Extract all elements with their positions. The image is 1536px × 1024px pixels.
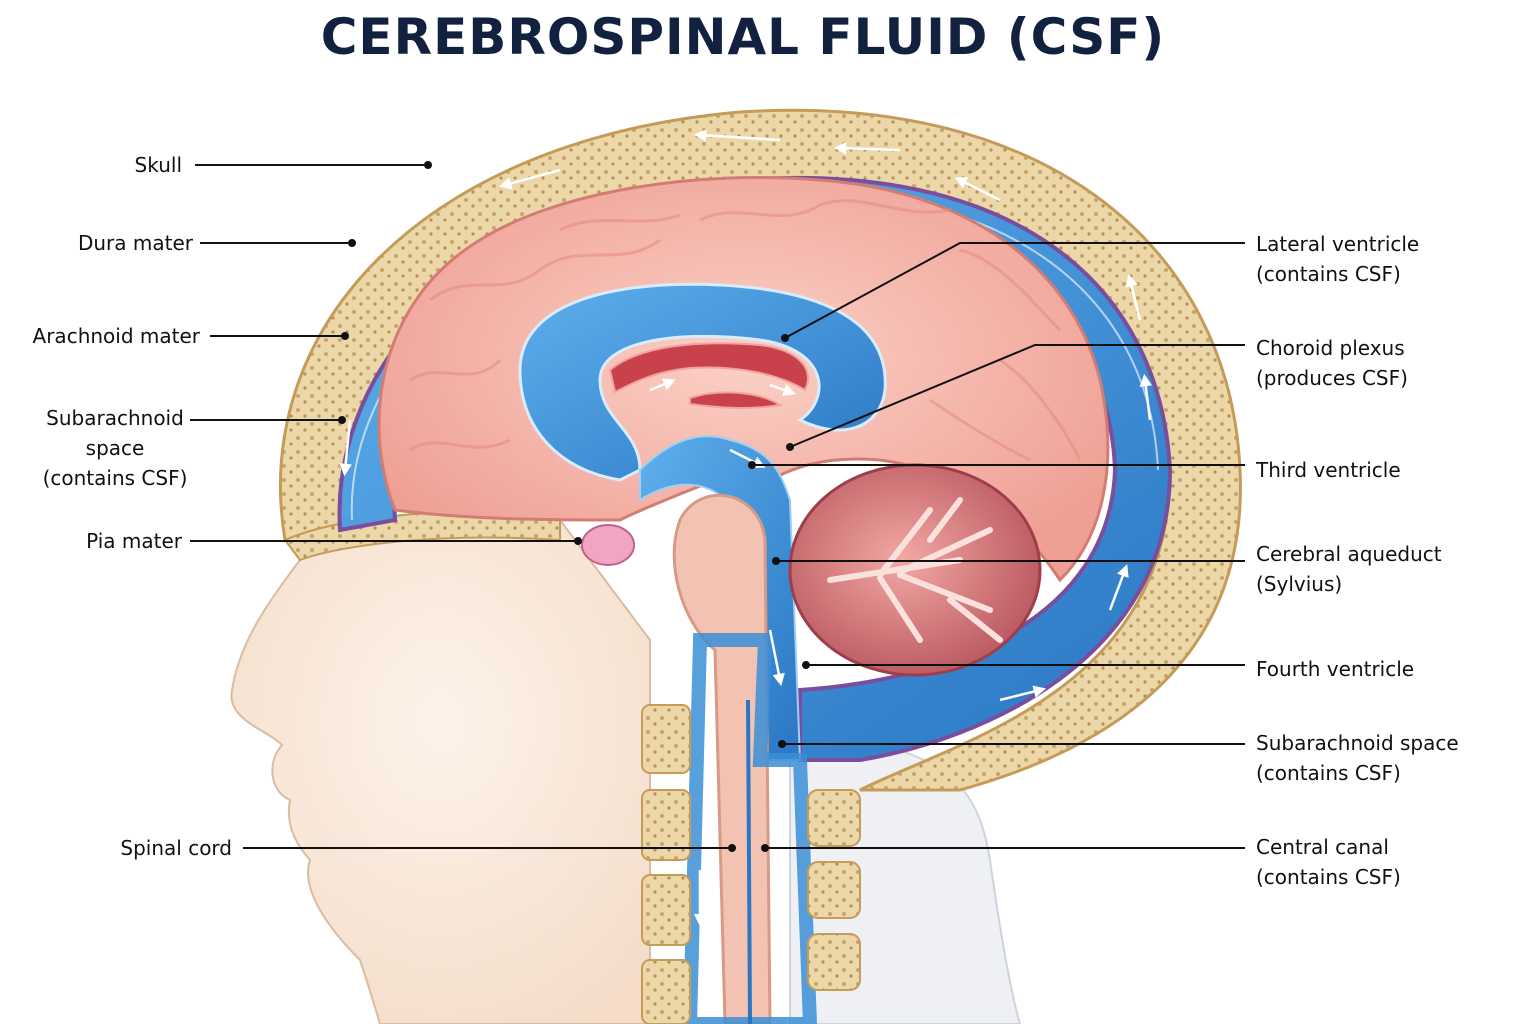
leader-lateral-ventricle xyxy=(784,242,1245,339)
diagram-title: CEREBROSPINAL FLUID (CSF) xyxy=(320,8,1166,66)
pituitary-gland xyxy=(581,524,635,566)
label-spinal-cord: Spinal cord xyxy=(60,833,232,863)
label-dura-mater-text: Dura mater xyxy=(77,231,193,255)
label-lateral-ventricle-line1: Lateral ventricle xyxy=(1256,232,1420,256)
label-skull-text: Skull xyxy=(134,153,182,177)
cerebrum xyxy=(377,176,1110,583)
label-choroid-plexus: Choroid plexus (produces CSF) xyxy=(1256,333,1516,393)
cerebellum xyxy=(788,463,1042,677)
label-lateral-ventricle: Lateral ventricle (contains CSF) xyxy=(1256,229,1516,289)
label-fourth-ventricle-text: Fourth ventricle xyxy=(1256,657,1415,681)
spinal-subarachnoid xyxy=(682,633,818,1024)
label-lateral-ventricle-line2: (contains CSF) xyxy=(1256,262,1401,286)
label-cerebral-aqueduct-line2: (Sylvius) xyxy=(1256,572,1343,596)
brainstem xyxy=(672,493,772,1024)
choroid-plexus-small xyxy=(689,391,783,409)
label-choroid-plexus-line2: (produces CSF) xyxy=(1256,366,1408,390)
label-central-canal-line2: (contains CSF) xyxy=(1256,865,1401,889)
label-subarachnoid-left-line1: Subarachnoid xyxy=(46,406,184,430)
label-subarachnoid-right-line1: Subarachnoid space xyxy=(1256,731,1459,755)
face-silhouette xyxy=(230,518,651,1024)
label-subarachnoid-left-line2: space xyxy=(85,436,145,460)
label-third-ventricle-text: Third ventricle xyxy=(1256,458,1401,482)
choroid-plexus xyxy=(608,342,809,394)
leader-endpoints xyxy=(338,161,810,852)
label-dura-mater: Dura mater xyxy=(40,228,193,258)
leader-choroid-plexus xyxy=(789,344,1245,448)
label-central-canal-line1: Central canal xyxy=(1256,835,1389,859)
label-fourth-ventricle: Fourth ventricle xyxy=(1256,654,1516,684)
cervical-vertebrae-back xyxy=(807,789,861,991)
label-subarachnoid-space-left: Subarachnoid space (contains CSF) xyxy=(30,403,200,493)
label-cerebral-aqueduct-line1: Cerebral aqueduct xyxy=(1256,542,1442,566)
arbor-vitae xyxy=(827,497,1003,643)
label-third-ventricle: Third ventricle xyxy=(1256,455,1516,485)
label-central-canal: Central canal (contains CSF) xyxy=(1256,832,1516,892)
label-choroid-plexus-line1: Choroid plexus xyxy=(1256,336,1405,360)
label-subarachnoid-left-line3: (contains CSF) xyxy=(42,466,188,490)
gyri-pattern xyxy=(409,199,1082,462)
csf-flow-arrows xyxy=(339,129,1152,937)
label-arachnoid-mater-text: Arachnoid mater xyxy=(32,324,200,348)
leader-lines xyxy=(190,164,1245,849)
label-subarachnoid-right-line2: (contains CSF) xyxy=(1256,761,1401,785)
label-pia-mater-text: Pia mater xyxy=(86,529,182,553)
label-arachnoid-mater: Arachnoid mater xyxy=(20,321,200,351)
label-spinal-cord-text: Spinal cord xyxy=(120,836,232,860)
label-skull: Skull xyxy=(60,150,182,180)
label-pia-mater: Pia mater xyxy=(40,526,182,556)
label-subarachnoid-space-right: Subarachnoid space (contains CSF) xyxy=(1256,728,1516,788)
label-cerebral-aqueduct: Cerebral aqueduct (Sylvius) xyxy=(1256,539,1516,599)
cervical-vertebrae-front xyxy=(641,704,691,1024)
central-canal xyxy=(746,699,752,1024)
